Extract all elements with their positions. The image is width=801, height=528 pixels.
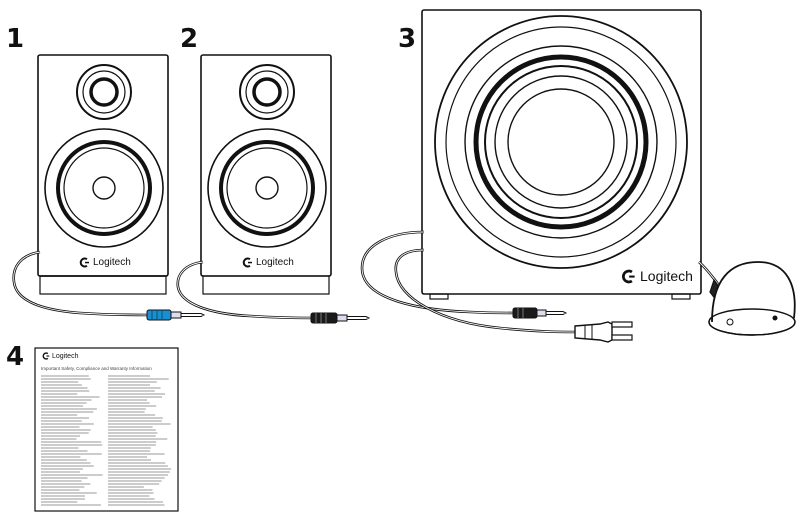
- speaker-cabinet: [37, 54, 169, 277]
- cable-inner: [698, 261, 719, 285]
- brand-wordmark: Logitech: [256, 257, 294, 268]
- sub-cone-edge: [484, 65, 638, 219]
- tweeter-ring: [245, 70, 289, 114]
- brand-wordmark: Logitech: [640, 268, 693, 284]
- pod-rim: [708, 308, 796, 336]
- sub-audio-cable: [360, 230, 515, 315]
- speaker-1-cable: [12, 250, 206, 321]
- item-number-4: 4: [6, 342, 25, 372]
- safety-leaflet: [34, 347, 179, 512]
- speaker-base: [202, 275, 330, 295]
- logitech-mark-icon: [622, 269, 635, 283]
- sub-bezel: [445, 26, 677, 258]
- pod-dome: [711, 261, 796, 323]
- logitech-mark-icon: [242, 257, 252, 268]
- woofer-surround: [219, 140, 315, 236]
- blue-plug-body: [146, 309, 172, 321]
- woofer-outer: [207, 128, 327, 248]
- leaflet-body-text: [41, 375, 172, 506]
- power-prong-top: [611, 321, 633, 328]
- pod-headphone-jack: [726, 318, 734, 326]
- brand-wordmark: Logitech: [52, 352, 79, 360]
- speaker-1-logo: Logitech: [79, 257, 131, 268]
- sub-frame: [464, 45, 658, 239]
- plug-collar: [336, 314, 348, 322]
- logitech-mark-icon: [79, 257, 89, 268]
- cable-outline: [176, 260, 313, 320]
- black-plug-body: [512, 307, 538, 319]
- subwoofer-logo: Logitech: [621, 268, 693, 284]
- plug-tip: [346, 316, 371, 320]
- pod-indicator-dot: [772, 315, 778, 321]
- plug-tip: [545, 311, 568, 315]
- cable-inner: [177, 261, 313, 319]
- satellite-speaker-left: [37, 54, 169, 295]
- speaker-2-logo: Logitech: [242, 257, 294, 268]
- item-number-1: 1: [6, 24, 25, 54]
- brand-wordmark: Logitech: [93, 257, 131, 268]
- subwoofer-foot-right: [671, 293, 691, 300]
- satellite-speaker-right: [200, 54, 332, 295]
- subwoofer-cables: [360, 230, 720, 343]
- woofer-surround: [56, 140, 152, 236]
- tweeter-outer: [76, 64, 132, 120]
- woofer-outer: [44, 128, 164, 248]
- tweeter-dome: [252, 77, 282, 107]
- tweeter-dome: [89, 77, 119, 107]
- tweeter-outer: [239, 64, 295, 120]
- leaflet-subtitle: Important Safety, Compliance and Warrant…: [41, 366, 152, 371]
- sub-cone: [494, 75, 628, 209]
- item-number-2: 2: [180, 24, 199, 54]
- cable-inner: [361, 231, 515, 314]
- sub-dustcap: [507, 88, 615, 196]
- item-number-3: 3: [398, 24, 417, 54]
- subwoofer: [421, 9, 702, 300]
- woofer-cone: [226, 147, 308, 229]
- speaker-base: [39, 275, 167, 295]
- woofer-dustcap: [92, 176, 116, 200]
- power-prong-bottom: [611, 334, 633, 341]
- speaker-cabinet: [200, 54, 332, 277]
- subwoofer-foot-left: [429, 293, 449, 300]
- sub-outer-ring: [434, 15, 688, 269]
- logitech-mark-icon: [42, 352, 50, 360]
- plug-collar: [536, 309, 547, 317]
- power-plug-body: [574, 321, 613, 343]
- subwoofer-cabinet: [421, 9, 702, 295]
- cable-inner: [395, 249, 576, 333]
- woofer-cone: [63, 147, 145, 229]
- tweeter-ring: [82, 70, 126, 114]
- speaker-2-cable: [176, 260, 371, 324]
- woofer-dustcap: [255, 176, 279, 200]
- cable-inner: [13, 251, 149, 316]
- volume-control-pod: [708, 261, 796, 336]
- sub-surround: [473, 54, 649, 230]
- black-plug-body: [310, 312, 338, 324]
- plug-collar: [170, 311, 182, 319]
- plug-tip: [180, 313, 206, 317]
- leaflet-logo: Logitech: [42, 352, 78, 360]
